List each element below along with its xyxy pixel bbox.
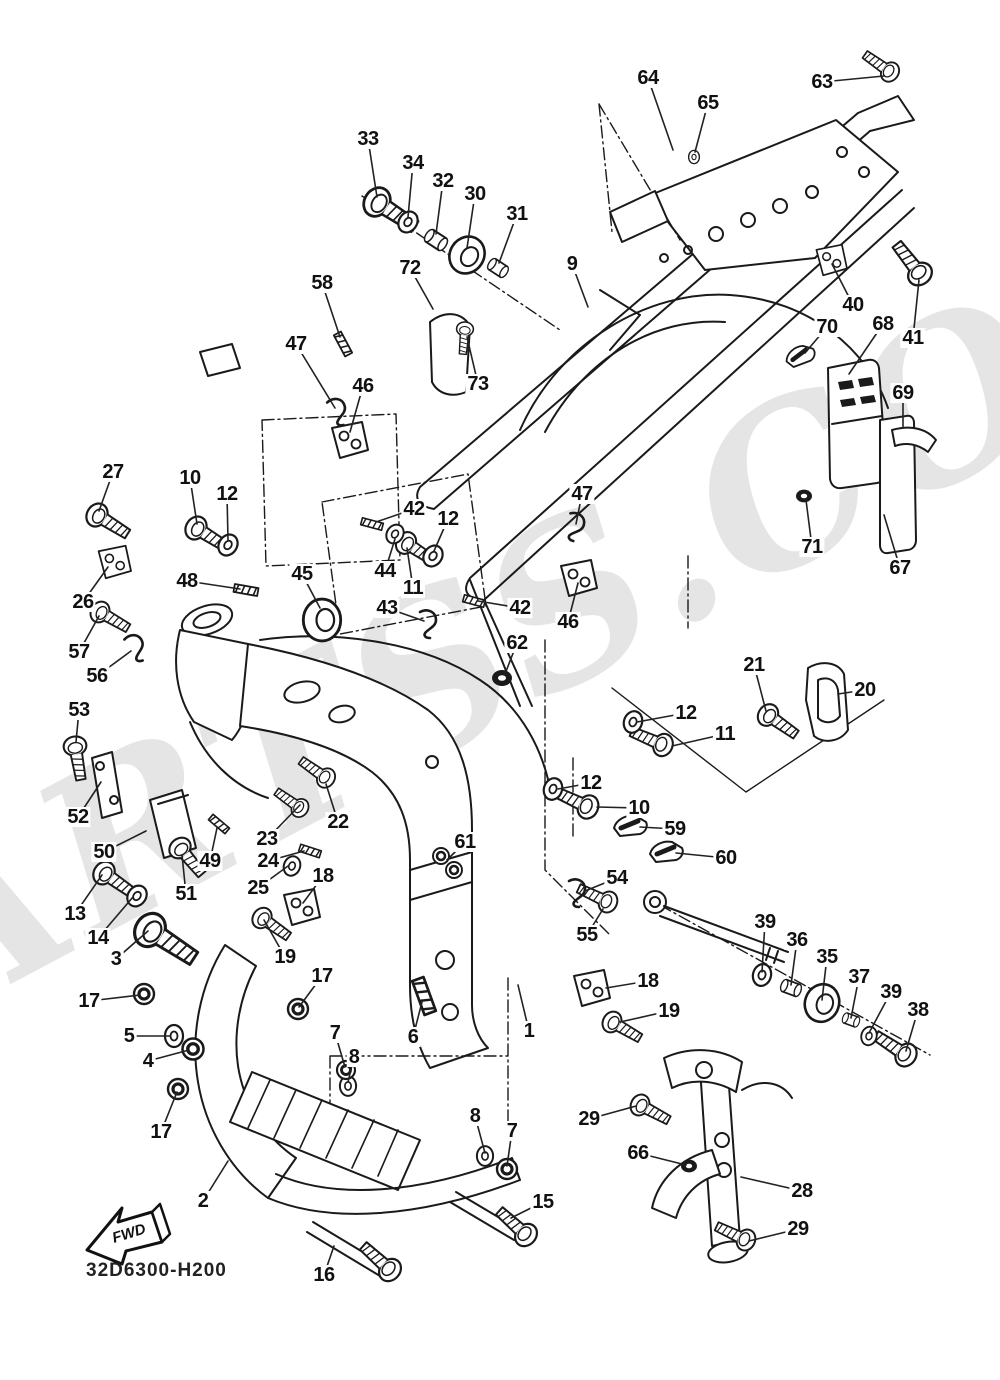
rear-subframe-art	[416, 95, 915, 707]
diagram-code: 32D6300-H200	[86, 1260, 227, 1281]
callout-triangle	[598, 103, 681, 243]
bracket-20-art	[805, 662, 849, 742]
link-rod-art	[643, 890, 789, 964]
stand-bracket-art	[651, 1049, 793, 1264]
main-frame-art	[175, 313, 553, 1069]
front-cradle-art	[194, 944, 521, 1277]
phantom-lines	[261, 195, 931, 1161]
side-panels-art	[827, 358, 937, 555]
fwd-arrow: FWD	[85, 1202, 172, 1266]
